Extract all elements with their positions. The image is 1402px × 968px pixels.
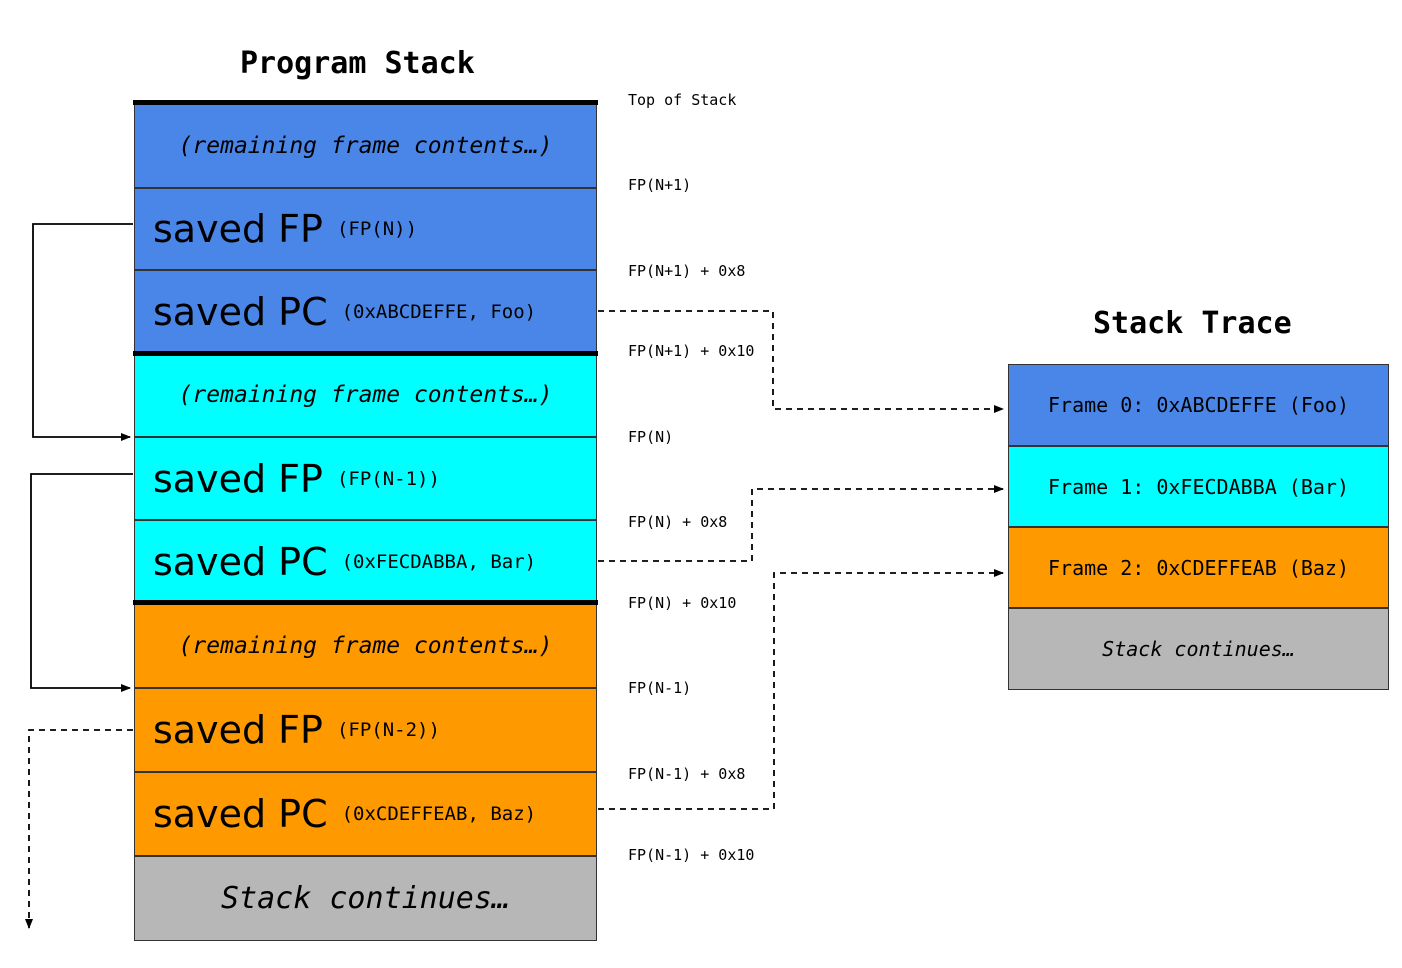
address-label: FP(N+1) <box>628 176 692 194</box>
saved-pc-label: saved PC <box>153 289 328 334</box>
stack-row-saved-fp-n-1: saved FP (FP(N-2)) <box>134 688 597 772</box>
saved-fp-detail: (FP(N-2)) <box>336 719 440 741</box>
saved-fp-detail: (FP(N-1)) <box>336 467 440 490</box>
saved-pc-detail: (0xFECDABBA, Bar) <box>341 550 537 573</box>
stack-row-saved-pc-n: saved PC (0xFECDABBA, Bar) <box>134 520 597 603</box>
trace-continues-label: Stack continues… <box>1102 637 1295 661</box>
trace-frame-2: Frame 2: 0xCDEFFEAB (Baz) <box>1008 527 1389 608</box>
remaining-contents-label: (remaining frame contents…) <box>178 632 553 659</box>
fp-link-arrow-2 <box>30 473 133 692</box>
address-label: FP(N-1) + 0x10 <box>628 846 755 864</box>
trace-frame-1: Frame 1: 0xFECDABBA (Bar) <box>1008 446 1389 527</box>
saved-pc-label: saved PC <box>153 539 328 584</box>
stack-row-remaining-frame-n1: (remaining frame contents…) <box>134 104 597 188</box>
pc-to-frame-0-arrow <box>598 310 1004 413</box>
saved-pc-label: saved PC <box>153 792 328 836</box>
trace-frame-label: Frame 2: 0xCDEFFEAB (Baz) <box>1047 555 1350 580</box>
trace-frame-label: Frame 1: 0xFECDABBA (Bar) <box>1047 474 1350 499</box>
trace-continues: Stack continues… <box>1008 608 1389 690</box>
stack-row-continues: Stack continues… <box>134 856 597 941</box>
saved-fp-label: saved FP <box>153 708 323 752</box>
frame-boundary <box>133 600 598 605</box>
address-label: FP(N-1) + 0x8 <box>628 765 746 783</box>
stack-row-saved-fp-n1: saved FP (FP(N)) <box>134 188 597 270</box>
stack-trace-title: Stack Trace <box>1093 306 1292 341</box>
address-label: FP(N) <box>628 428 674 446</box>
saved-fp-label: saved FP <box>153 207 323 251</box>
address-label-top-of-stack: Top of Stack <box>628 91 737 109</box>
address-label: FP(N-1) <box>628 679 692 697</box>
address-label: FP(N+1) + 0x10 <box>628 342 755 360</box>
remaining-contents-label: (remaining frame contents…) <box>178 133 553 159</box>
fp-link-arrow-1 <box>32 223 133 441</box>
program-stack-title: Program Stack <box>240 46 475 81</box>
stack-row-saved-pc-n-1: saved PC (0xCDEFFEAB, Baz) <box>134 772 597 856</box>
address-label: FP(N) + 0x8 <box>628 513 728 531</box>
stack-row-remaining-frame-n: (remaining frame contents…) <box>134 353 597 437</box>
trace-frame-label: Frame 0: 0xABCDEFFE (Foo) <box>1047 393 1350 417</box>
saved-pc-detail: (0xABCDEFFE, Foo) <box>341 300 537 323</box>
stack-row-saved-fp-n: saved FP (FP(N-1)) <box>134 437 597 520</box>
frame-boundary <box>133 351 598 356</box>
saved-fp-label: saved FP <box>153 456 323 501</box>
saved-fp-detail: (FP(N)) <box>336 218 418 240</box>
saved-pc-detail: (0xCDEFFEAB, Baz) <box>341 803 537 825</box>
pc-to-frame-2-arrow <box>598 569 1004 810</box>
stack-row-remaining-frame-n-1: (remaining frame contents…) <box>134 603 597 688</box>
pc-to-frame-1-arrow <box>598 485 1004 562</box>
fp-continue-arrow <box>25 729 133 929</box>
address-label: FP(N+1) + 0x8 <box>628 262 746 280</box>
stack-continues-label: Stack continues… <box>221 881 510 916</box>
stack-row-saved-pc-n1: saved PC (0xABCDEFFE, Foo) <box>134 270 597 353</box>
trace-frame-0: Frame 0: 0xABCDEFFE (Foo) <box>1008 364 1389 446</box>
address-label: FP(N) + 0x10 <box>628 594 737 612</box>
frame-boundary-top <box>133 100 598 105</box>
remaining-contents-label: (remaining frame contents…) <box>178 382 553 408</box>
